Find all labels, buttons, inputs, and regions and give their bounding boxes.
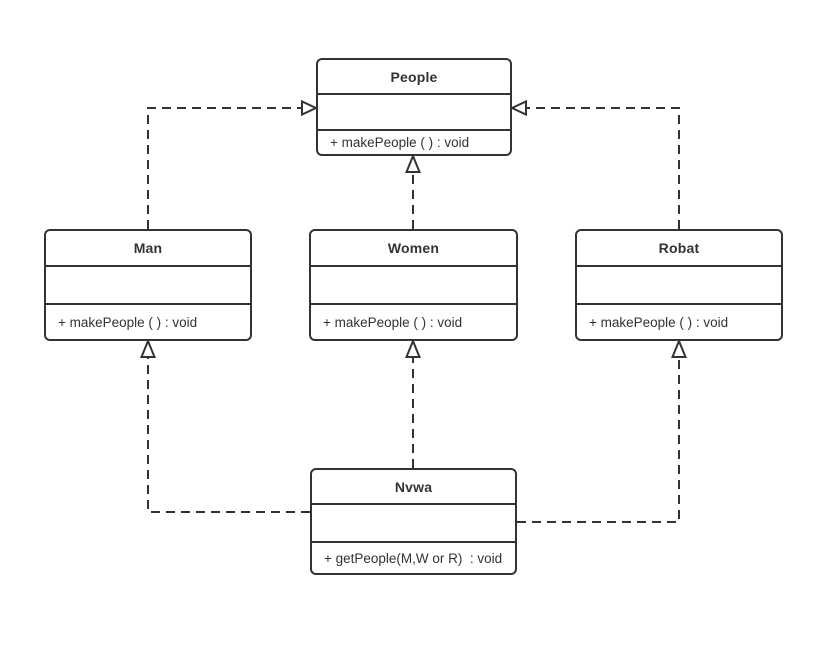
class-name-nvwa: Nvwa xyxy=(312,470,515,505)
hollow-triangle-arrowhead xyxy=(140,338,156,358)
hollow-triangle-arrowhead xyxy=(405,153,421,173)
hollow-triangle-arrowhead xyxy=(301,99,319,117)
hollow-triangle-arrowhead xyxy=(405,338,421,358)
class-methods-man: + makePeople ( ) : void xyxy=(58,314,198,330)
class-name-women: Women xyxy=(311,231,516,267)
class-box-nvwa: Nvwa + getPeople(M,W or R) : void xyxy=(310,468,517,575)
class-methods-women: + makePeople ( ) : void xyxy=(323,314,463,330)
hollow-triangle-arrowhead xyxy=(509,99,527,117)
class-box-robat: Robat + makePeople ( ) : void xyxy=(575,229,783,341)
class-attributes-man xyxy=(46,267,250,305)
dashed-arrow-nvwa-to-women xyxy=(405,338,421,468)
class-attributes-robat xyxy=(577,267,781,305)
class-methods-robat: + makePeople ( ) : void xyxy=(589,314,729,330)
class-box-women: Women + makePeople ( ) : void xyxy=(309,229,518,341)
class-name-robat: Robat xyxy=(577,231,781,267)
dashed-arrow-women-to-people xyxy=(405,153,421,229)
dashed-arrow-robat-to-people xyxy=(509,99,680,229)
class-methods-people: + makePeople ( ) : void xyxy=(330,135,470,150)
dashed-arrow-nvwa-to-man xyxy=(140,338,310,513)
class-attributes-women xyxy=(311,267,516,305)
dashed-arrow-nvwa-to-robat xyxy=(517,338,687,523)
class-methods-nvwa: + getPeople(M,W or R) : void xyxy=(324,550,503,566)
hollow-triangle-arrowhead xyxy=(671,338,687,358)
class-attributes-people xyxy=(318,95,510,131)
class-attributes-nvwa xyxy=(312,505,515,543)
class-box-man: Man + makePeople ( ) : void xyxy=(44,229,252,341)
class-box-people: People + makePeople ( ) : void xyxy=(316,58,512,156)
class-name-man: Man xyxy=(46,231,250,267)
dashed-arrow-man-to-people xyxy=(147,99,319,229)
class-name-people: People xyxy=(318,60,510,95)
